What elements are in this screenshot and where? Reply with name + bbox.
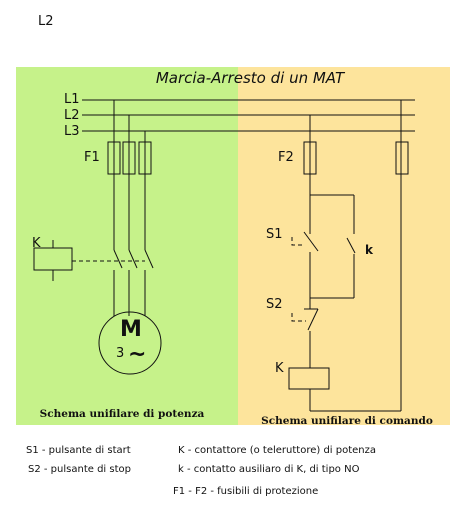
line-label-l3: L3: [64, 124, 80, 139]
legend-s2: S2 - pulsante di stop: [28, 464, 131, 475]
motor-phase: 3: [116, 346, 124, 361]
k-coil-label: K: [275, 361, 284, 376]
line-label-l2: L2: [64, 108, 80, 123]
power-contactor-label: K: [32, 236, 41, 251]
corner-label: L2: [38, 14, 54, 29]
fuse-f2: F2: [278, 141, 409, 175]
motor-letter: M: [120, 317, 142, 342]
legend: S1 - pulsante di start K - contattore (o…: [26, 445, 376, 497]
power-section-panel: [16, 67, 238, 425]
power-section-label: Schema unifilare di potenza: [40, 408, 205, 420]
fuse-f1: F1: [84, 141, 152, 250]
line-label-l1: L1: [64, 92, 80, 107]
legend-k: K - contattore (o teleruttore) di potenz…: [178, 445, 376, 456]
legend-fuses: F1 - F2 - fusibili di protezione: [173, 486, 318, 497]
command-section-panel: [238, 67, 450, 425]
power-contactor-k: K: [32, 236, 154, 316]
s1-label: S1: [266, 227, 283, 242]
motor-tilde: ~: [128, 342, 146, 367]
command-circuit: S1 k S2 K: [266, 174, 402, 412]
k-coil: [288, 367, 330, 390]
command-section-label: Schema unifilare di comando: [261, 415, 433, 427]
fuse-f2-label: F2: [278, 150, 294, 165]
k-aux-label: k: [365, 243, 374, 257]
diagram-title: Marcia-Arresto di un MAT: [156, 69, 346, 87]
s2-label: S2: [266, 297, 283, 312]
fuse-f1-label: F1: [84, 150, 100, 165]
motor: M 3 ~: [98, 311, 162, 375]
supply-lines: L1 L2 L3: [64, 92, 415, 142]
legend-k-aux: k - contatto ausiliaro di K, di tipo NO: [178, 464, 360, 475]
legend-s1: S1 - pulsante di start: [26, 445, 131, 456]
